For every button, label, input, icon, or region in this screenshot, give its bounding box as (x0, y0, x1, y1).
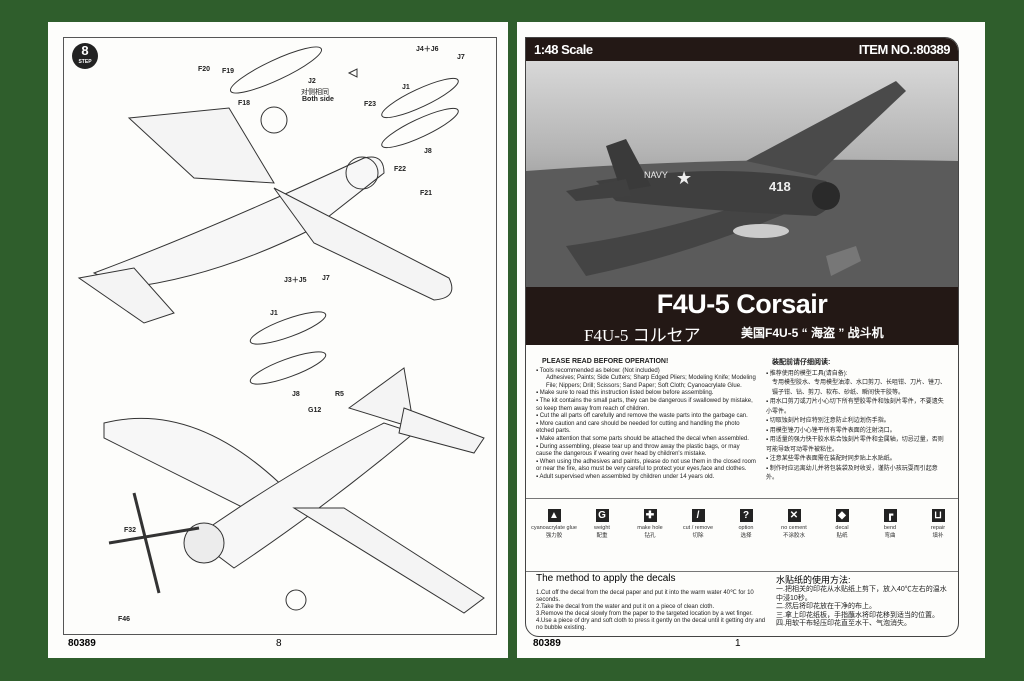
warning-item-cn: ▪ 制作时应远离幼儿并将包装袋及时收妥，谨防小孩玩耍而引起意外。 (766, 465, 938, 482)
warning-item-cn: ▪ 用水口剪刀或刀片小心切下所有塑胶零件和蚀刻片零件，不要遗失小零件。 (766, 399, 944, 415)
model-title: F4U-5 Corsair (656, 289, 828, 319)
warning-item: ▪ Adult supervised when assembled by chi… (536, 473, 715, 480)
warning-item-cn: ▪ 切取蚀刻片时应特别注意防止利边划伤手指。 (766, 418, 890, 424)
step-number: 8 (81, 43, 89, 58)
page-number: 1 (735, 638, 741, 649)
drop-tanks-drawing (229, 46, 459, 385)
warning-item: ▪ Make attention that some parts should … (536, 435, 749, 442)
warning-item: ▪ During assembling, please tear up and … (536, 443, 740, 458)
cover-frame: 1:48 Scale ITEM NO.:80389 NAVY 418 ★ F4U… (525, 37, 959, 637)
warning-item: ▪ More caution and care should be needed… (536, 420, 740, 435)
item-number: ITEM NO.:80389 (858, 42, 951, 57)
header-bar: 1:48 Scale ITEM NO.:80389 (526, 38, 958, 61)
assembly-diagram (77, 46, 485, 614)
warning-item: ▪ Cut the all parts off carefully and re… (536, 413, 748, 420)
decal-icon: ◆ (835, 509, 849, 522)
part-note-en: Both side (302, 96, 334, 103)
repair-icon: ⊔ (931, 509, 945, 522)
upper-aircraft-drawing (77, 106, 453, 324)
warnings-heading: PLEASE READ BEFORE OPERATION! (542, 358, 669, 365)
navy-marking: NAVY (644, 170, 668, 180)
warning-item-cn: ▪ 推荐使用的模型工具(请自备): (766, 370, 848, 377)
weight-icon: G (595, 509, 609, 522)
part-label: F32 (124, 527, 137, 534)
part-label: J8 (292, 391, 300, 398)
question-icon: ? (739, 509, 753, 522)
part-note-cn: 对侧相同 (301, 89, 329, 96)
decal-instructions: The method to apply the decals 1.Cut off… (526, 570, 958, 636)
box-art-photo: NAVY 418 ★ (526, 61, 958, 287)
model-title-cn: 美国F4U-5 “ 海盗 ” 战斗机 (741, 326, 884, 340)
direction-arrow (347, 68, 358, 78)
model-title-jp: F4U-5 コルセア (584, 326, 701, 345)
warning-item: ▪ Tools recommended as below: (Not inclu… (536, 367, 660, 374)
part-label: F23 (364, 101, 377, 108)
decal-title: The method to apply the decals (536, 573, 676, 584)
warnings-heading-cn: 装配前请仔细阅读: (772, 359, 831, 366)
lower-aircraft-drawing (103, 367, 485, 614)
page-number: 8 (276, 638, 282, 649)
decal-steps-cn: 一.把相关的印花从水贴纸上剪下，放入40℃左右的温水中浸10秒。二.然后将印花放… (776, 586, 947, 627)
part-label: F20 (198, 66, 211, 73)
x-icon: ✕ (787, 509, 801, 522)
step-badge-label: STEP (78, 59, 92, 65)
warning-item-cn: 专用模型胶水、专用模型油漆、水口剪刀、长咀钳、刀片、锉刀、镊子钳、钻、剪刀、软布… (772, 380, 947, 396)
part-label: J7 (322, 275, 330, 282)
decal-steps-en: 1.Cut off the decal from the decal paper… (536, 590, 766, 631)
part-label: J2 (308, 78, 316, 85)
warning-item: ▪ The kit contains the small parts, they… (536, 397, 753, 412)
part-label: G12 (308, 407, 322, 414)
product-code: 80389 (68, 638, 96, 649)
cut-icon: / (691, 509, 705, 522)
warnings-english: PLEASE READ BEFORE OPERATION! ▪ Tools re… (536, 358, 756, 482)
scale-label: 1:48 Scale (534, 42, 593, 57)
warning-item: Adhesives; Paints; Side Cutters; Sharp E… (546, 375, 756, 389)
product-code: 80389 (533, 638, 561, 649)
part-label: F46 (118, 616, 131, 623)
part-label: F19 (222, 68, 235, 75)
warning-item-cn: ▪ 用模型锉刀小心锉平所有零件表面的注射浇口。 (766, 427, 896, 434)
part-label: J1 (270, 310, 278, 317)
warning-item-cn: ▪ 用适量的强力快干胶水粘合蚀刻片零件和金属轴，切忌过量，否则可能导致可动零件被… (766, 437, 944, 453)
part-label: F18 (238, 100, 251, 107)
part-label: J3＋J5 (284, 277, 307, 284)
aircraft-number: 418 (769, 179, 791, 194)
bend-icon: ┏ (883, 509, 897, 522)
instruction-page-8: 8 STEP F20 F19 F18 J2 对侧相同 Both side J4＋… (48, 22, 508, 658)
part-label: J7 (457, 54, 465, 61)
step-frame: 8 STEP F20 F19 F18 J2 对侧相同 Both side J4＋… (63, 37, 497, 635)
corsair-aircraft-image: NAVY 418 ★ (526, 81, 958, 287)
warning-item: ▪ When using the adhesives and paints, p… (536, 458, 756, 473)
part-label: F22 (394, 166, 407, 173)
glue-icon: ▲ (547, 509, 561, 522)
decal-title-cn: 水贴纸的使用方法: (776, 575, 851, 585)
warning-item: ▪ Make sure to read this instruction lis… (536, 390, 714, 397)
title-bar: F4U-5 Corsair F4U-5 コルセア 美国F4U-5 “ 海盗 ” … (526, 287, 958, 345)
part-label: R5 (335, 391, 344, 398)
part-label: J4＋J6 (416, 46, 439, 53)
part-label: J1 (402, 84, 410, 91)
instruction-page-1: 1:48 Scale ITEM NO.:80389 NAVY 418 ★ F4U… (517, 22, 985, 658)
warnings-chinese: 装配前请仔细阅读: ▪ 推荐使用的模型工具(请自备): 专用模型胶水、专用模型油… (766, 358, 946, 484)
warning-item-cn: ▪ 注意某些零件表面需在装配时同步贴上水贴纸。 (766, 456, 896, 462)
step-badge: 8 STEP (72, 43, 98, 69)
part-label: J8 (424, 148, 432, 155)
drill-icon: ✚ (643, 509, 657, 522)
part-label: F21 (420, 190, 433, 197)
star-insignia-icon: ★ (676, 168, 692, 188)
